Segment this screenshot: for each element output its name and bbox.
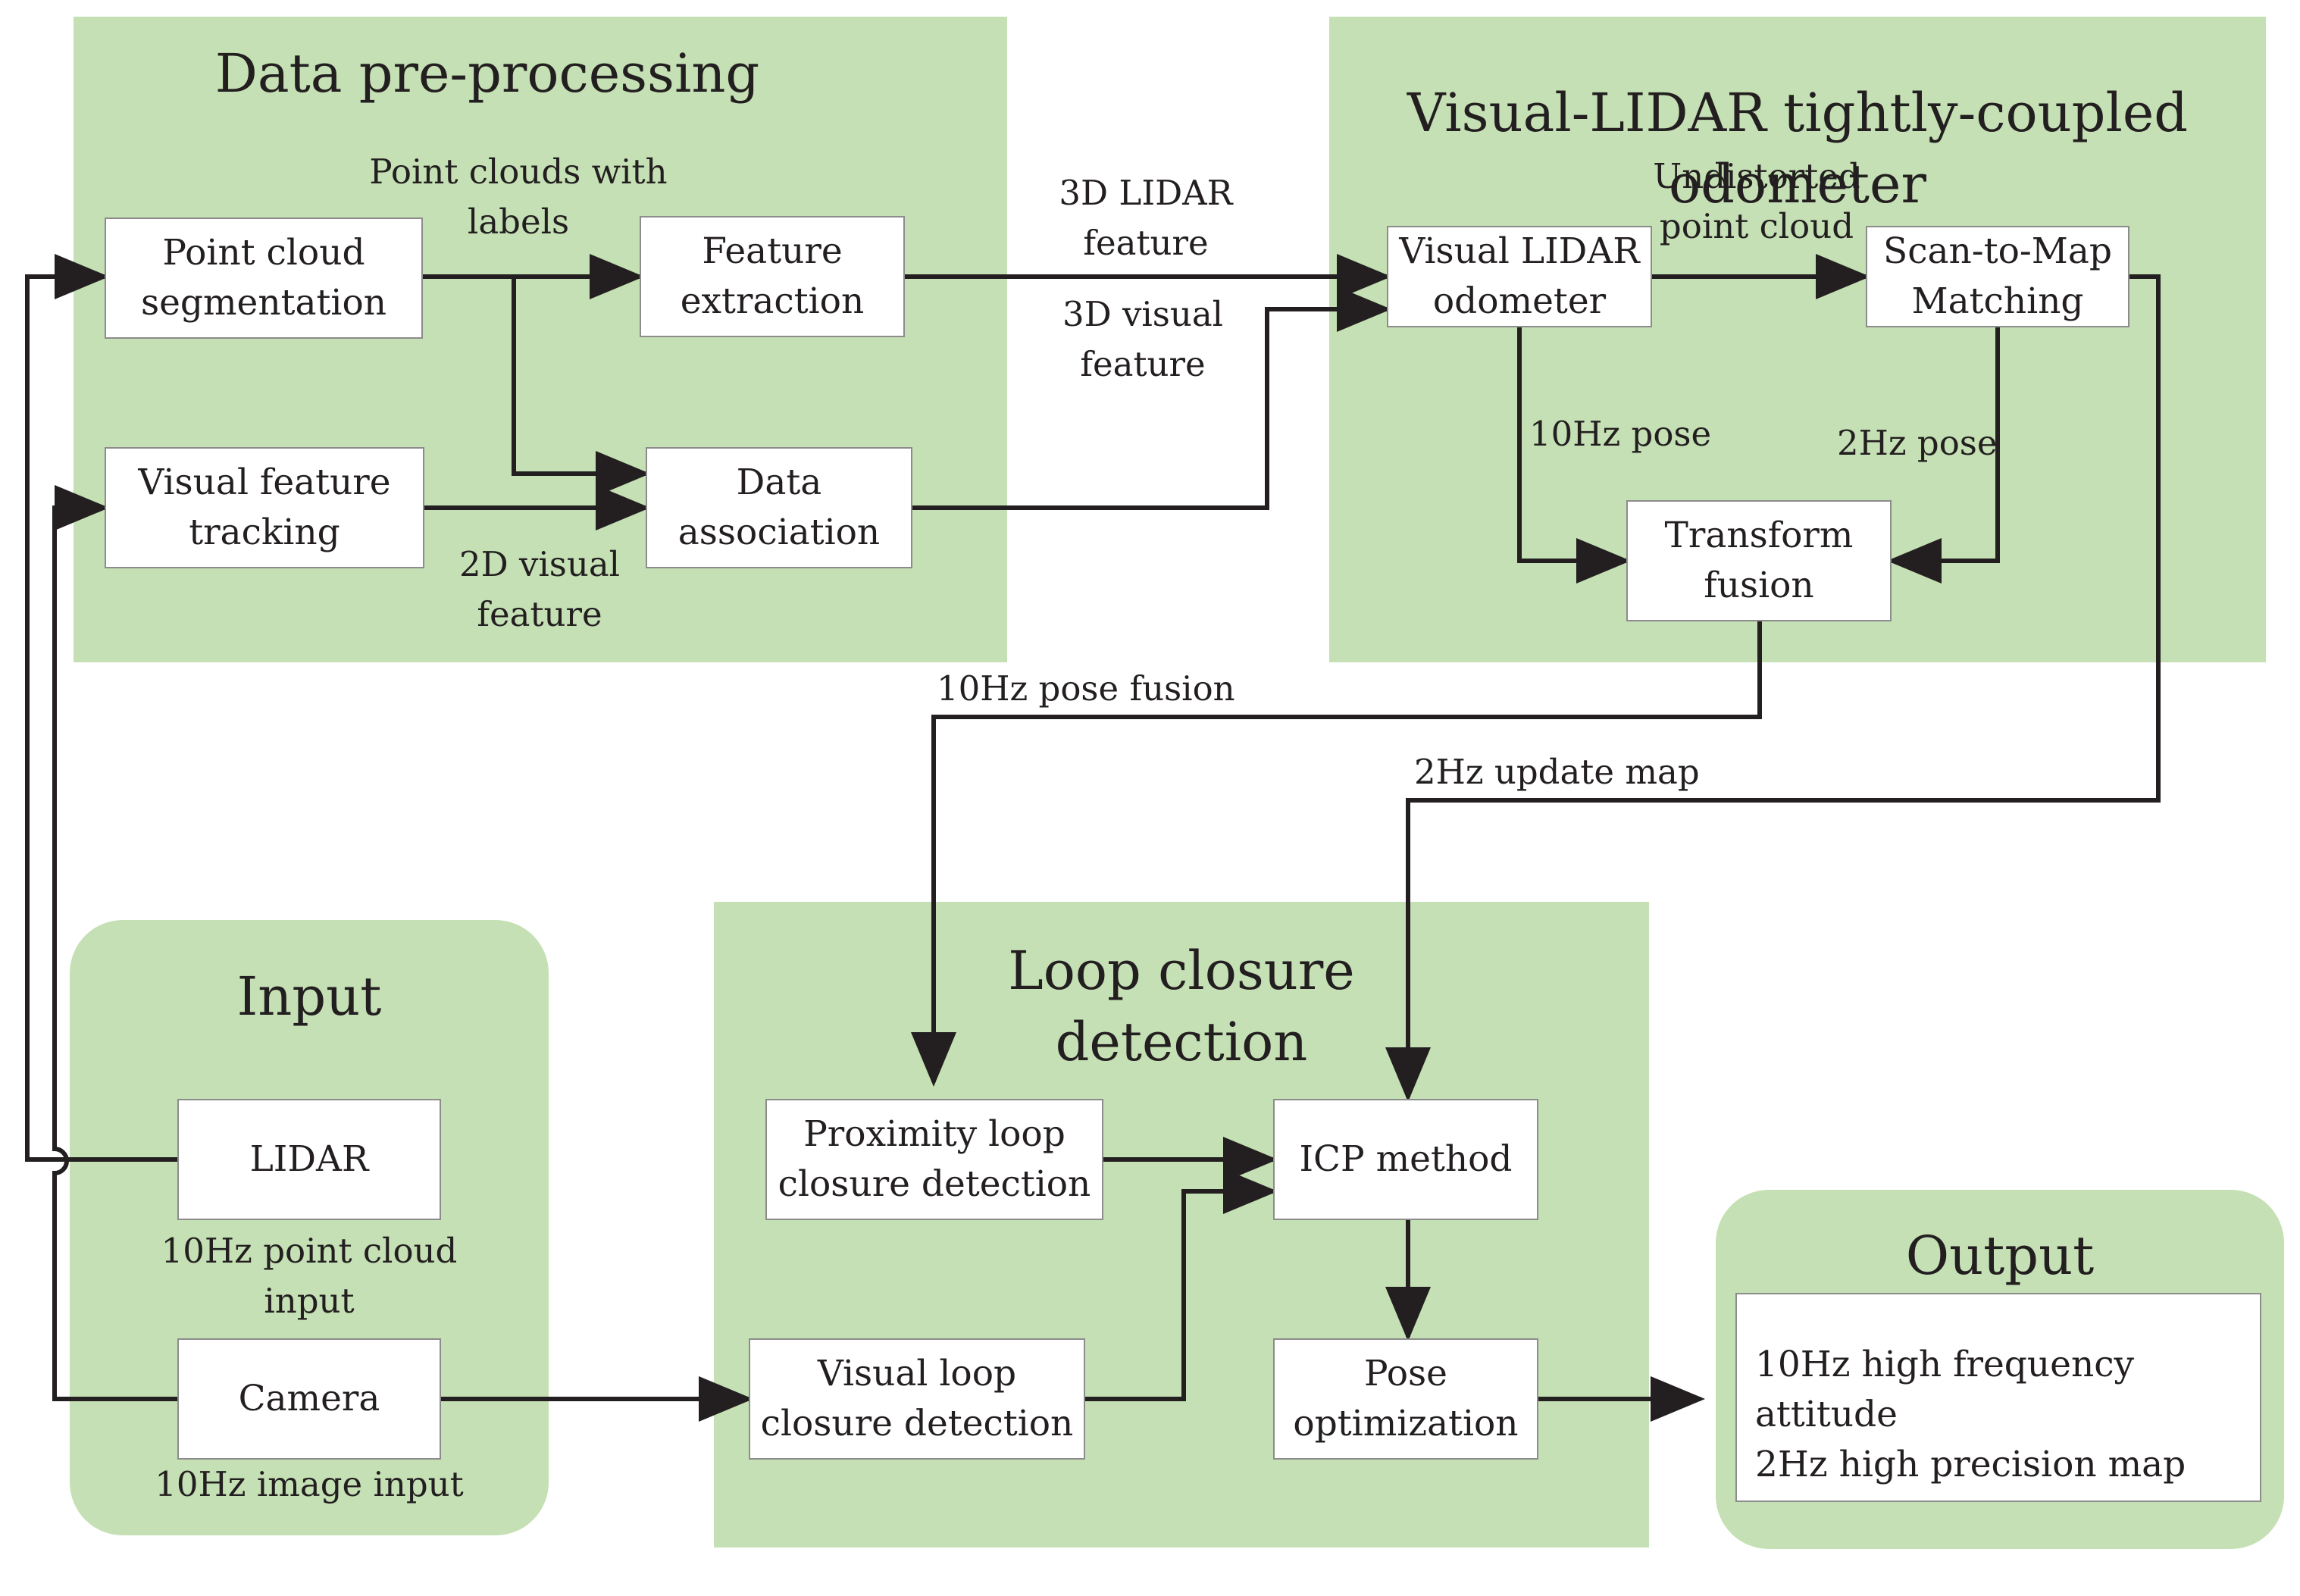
odometer-title: Visual-LIDAR tightly-coupled odometer [1407, 82, 2189, 215]
visual-3d-feature-label: 3D visual feature [1062, 294, 1224, 384]
output-title: Output [1905, 1225, 2095, 1287]
undistorted-point-cloud-label: Undistorted point cloud [1653, 156, 1860, 246]
segmentation-to-association-arrow [512, 277, 650, 496]
lidar-3d-feature-label: 3D LIDAR feature [1059, 173, 1233, 263]
pose-10hz-label: 10Hz pose [1529, 414, 1712, 454]
odometer-to-fusion-arrow [1517, 327, 1631, 584]
scan-to-icp-arrow [1385, 274, 2161, 1102]
input-title: Input [236, 965, 382, 1028]
pose-2hz-label: 2Hz pose [1837, 423, 1998, 463]
scan-to-map-box: Scan-to-Map Matching [1866, 226, 2129, 327]
visual-2d-feature-label: 2D visual feature [458, 544, 621, 634]
pose-optimization-box: Pose optimization [1273, 1338, 1538, 1460]
output-line-map: 2Hz high precision map [1755, 1444, 2186, 1485]
transform-fusion-box: Transform fusion [1626, 500, 1892, 621]
fusion-to-proximity-arrow [911, 620, 1762, 1087]
feature-extraction-box: Feature extraction [640, 216, 905, 337]
output-line-attitude: 10Hz high frequency attitude [1755, 1344, 2135, 1435]
data-association-box: Data association [646, 447, 912, 568]
visual-loop-to-icp-arrow [1084, 1169, 1278, 1401]
icp-method-box: ICP method [1273, 1099, 1538, 1220]
pose-fusion-10hz-label: 10Hz pose fusion [937, 668, 1235, 709]
image-input-label: 10Hz image input [155, 1464, 464, 1504]
association-to-odometer-arrow [911, 286, 1391, 510]
lidar-to-segmentation-arrow [25, 254, 177, 1162]
loop-closure-title: Loop closure detection [1008, 940, 1355, 1073]
update-map-2hz-label: 2Hz update map [1414, 752, 1700, 792]
visual-feature-tracking-box: Visual feature tracking [105, 447, 424, 568]
point-clouds-with-labels-label: Point clouds with labels [369, 152, 668, 242]
lidar-box: LIDAR [177, 1099, 441, 1220]
scan-to-fusion-arrow [1887, 327, 2000, 584]
data-preprocessing-title: Data pre-processing [214, 42, 760, 105]
camera-box: Camera [177, 1338, 441, 1460]
visual-lidar-odometer-box: Visual LIDAR odometer [1387, 226, 1652, 327]
point-cloud-segmentation-box: Point cloud segmentation [105, 217, 423, 339]
visual-loop-box: Visual loop closure detection [749, 1338, 1085, 1460]
output-box: 10Hz high frequency attitude 2Hz high pr… [1735, 1293, 2261, 1502]
point-cloud-input-label: 10Hz point cloud input [161, 1231, 458, 1321]
camera-to-tracking-arrow [52, 485, 177, 1401]
proximity-loop-box: Proximity loop closure detection [765, 1099, 1103, 1220]
